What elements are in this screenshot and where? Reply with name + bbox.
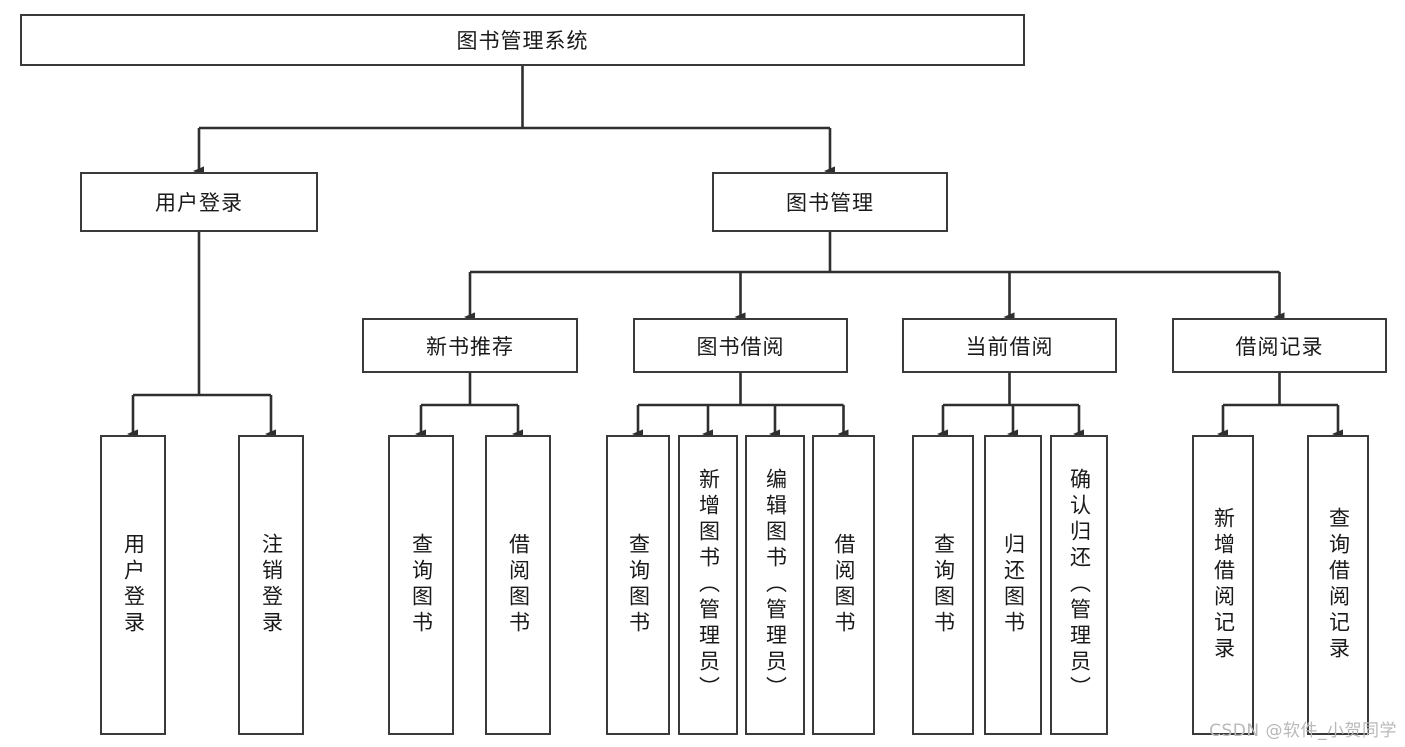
node-book-borrow[interactable]: 图书借阅 <box>633 318 848 373</box>
watermark-text: CSDN @软件_小贺同学 <box>1209 721 1397 741</box>
node-label-leaf-add-borrow-record: 新增借阅记录 <box>1211 507 1236 663</box>
node-label-root: 图书管理系统 <box>456 29 589 53</box>
node-label-leaf-query-book-recommend: 查询图书 <box>409 533 434 637</box>
node-leaf-add-book[interactable]: 新增图书（管理员） <box>678 435 738 735</box>
node-leaf-edit-book[interactable]: 编辑图书（管理员） <box>745 435 805 735</box>
node-leaf-query-borrow-record[interactable]: 查询借阅记录 <box>1307 435 1369 735</box>
node-leaf-logout[interactable]: 注销登录 <box>238 435 304 735</box>
node-root[interactable]: 图书管理系统 <box>20 14 1025 66</box>
node-current-borrow[interactable]: 当前借阅 <box>902 318 1117 373</box>
node-label-new-book-recommend: 新书推荐 <box>426 334 514 359</box>
node-leaf-borrow-book-recommend[interactable]: 借阅图书 <box>485 435 551 735</box>
node-label-leaf-edit-book: 编辑图书（管理员） <box>763 468 788 702</box>
node-label-leaf-query-borrow-record: 查询借阅记录 <box>1326 507 1351 663</box>
node-leaf-query-book-current[interactable]: 查询图书 <box>912 435 974 735</box>
node-leaf-query-book-recommend[interactable]: 查询图书 <box>388 435 454 735</box>
node-label-leaf-return-book: 归还图书 <box>1001 533 1026 637</box>
node-leaf-confirm-return[interactable]: 确认归还（管理员） <box>1050 435 1108 735</box>
node-leaf-query-book-borrow[interactable]: 查询图书 <box>606 435 670 735</box>
node-leaf-borrow-book[interactable]: 借阅图书 <box>812 435 875 735</box>
node-label-leaf-query-book-current: 查询图书 <box>931 533 956 637</box>
node-label-leaf-logout: 注销登录 <box>259 533 284 637</box>
node-label-leaf-confirm-return: 确认归还（管理员） <box>1067 468 1092 702</box>
node-label-current-borrow: 当前借阅 <box>965 334 1054 359</box>
node-label-user-login: 用户登录 <box>155 191 243 215</box>
node-book-management[interactable]: 图书管理 <box>712 172 948 232</box>
connector-lines <box>127 66 1343 439</box>
node-label-book-management: 图书管理 <box>786 191 874 215</box>
node-borrow-record[interactable]: 借阅记录 <box>1172 318 1387 373</box>
node-label-borrow-record: 借阅记录 <box>1235 334 1324 359</box>
node-user-login[interactable]: 用户登录 <box>80 172 318 232</box>
node-leaf-return-book[interactable]: 归还图书 <box>984 435 1042 735</box>
node-label-leaf-borrow-book-recommend: 借阅图书 <box>506 533 531 637</box>
node-label-leaf-user-login: 用户登录 <box>121 533 146 637</box>
node-new-book-recommend[interactable]: 新书推荐 <box>362 318 578 373</box>
node-label-book-borrow: 图书借阅 <box>696 334 785 359</box>
node-leaf-user-login[interactable]: 用户登录 <box>100 435 166 735</box>
node-label-leaf-borrow-book: 借阅图书 <box>832 533 856 637</box>
node-label-leaf-query-book-borrow: 查询图书 <box>626 533 651 637</box>
node-label-leaf-add-book: 新增图书（管理员） <box>696 468 721 702</box>
node-leaf-add-borrow-record[interactable]: 新增借阅记录 <box>1192 435 1254 735</box>
